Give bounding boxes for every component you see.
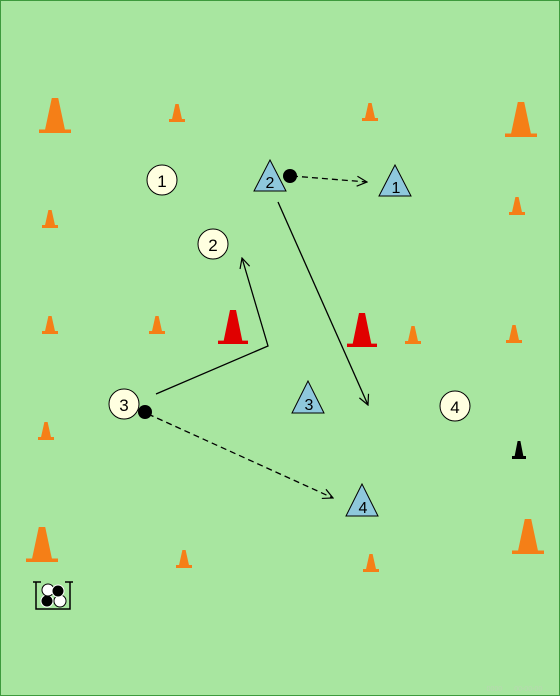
player-circle-icon <box>439 390 471 422</box>
player-circle-icon <box>146 164 178 196</box>
movement-lines <box>147 175 368 498</box>
player-triangle-3[interactable]: 3 <box>291 379 325 414</box>
cone-icon <box>149 316 165 334</box>
cone-icon <box>363 554 379 572</box>
cone-icon <box>506 325 522 343</box>
cone-icon <box>42 210 58 228</box>
run-line-3 <box>155 258 269 395</box>
ball-bag-icon <box>33 581 73 610</box>
cone-icon <box>512 441 526 459</box>
cone-icon <box>26 527 58 562</box>
ball-icon[interactable] <box>283 169 297 183</box>
cone-icon <box>176 550 192 568</box>
ball-icon[interactable] <box>138 405 152 419</box>
player-circle-label: 3 <box>119 396 128 415</box>
player-triangle-4[interactable]: 4 <box>345 482 379 517</box>
player-circle-label: 4 <box>450 398 459 417</box>
player-triangle-label: 3 <box>305 397 314 414</box>
player-circle-icon <box>197 228 229 260</box>
player-circle-1[interactable]: 1 <box>146 164 178 196</box>
pass-line-3-to-4 <box>147 413 333 498</box>
cone-icon <box>39 98 71 133</box>
cone-icon <box>505 102 537 137</box>
player-triangle-icon <box>345 482 379 517</box>
player-triangle-label: 2 <box>266 175 275 192</box>
cone-icon <box>509 197 525 215</box>
player-triangle-icon <box>378 163 412 197</box>
player-triangle-label: 4 <box>359 500 368 517</box>
player-triangle-label: 1 <box>392 180 401 197</box>
footer-right-text: 00-00-00 ... <box>514 686 550 693</box>
cone-icon <box>42 316 58 334</box>
pass-line-2-to-1 <box>291 175 367 182</box>
cone-icon <box>405 326 421 344</box>
cone-icon <box>169 104 185 122</box>
cone-icon <box>218 310 248 344</box>
footer-left-text: 0000 <box>486 686 503 693</box>
player-triangle-1[interactable]: 1 <box>378 163 412 197</box>
player-triangle-icon <box>291 379 325 414</box>
player-circle-4[interactable]: 4 <box>439 390 471 422</box>
player-circle-label: 1 <box>157 172 166 191</box>
player-circle-3[interactable]: 3 <box>108 388 140 420</box>
cone-icon <box>512 519 544 554</box>
cone-icon <box>347 313 377 347</box>
player-circle-2[interactable]: 2 <box>197 228 229 260</box>
player-triangle-icon <box>253 158 287 192</box>
cone-icon <box>38 422 54 440</box>
cone-icon <box>362 103 378 121</box>
player-circle-icon <box>108 388 140 420</box>
footer: 0000 00-00-00 ... <box>0 684 560 696</box>
player-triangle-2[interactable]: 2 <box>253 158 287 192</box>
player-circle-label: 2 <box>208 236 217 255</box>
run-line-2 <box>277 201 368 405</box>
cones <box>26 98 544 572</box>
